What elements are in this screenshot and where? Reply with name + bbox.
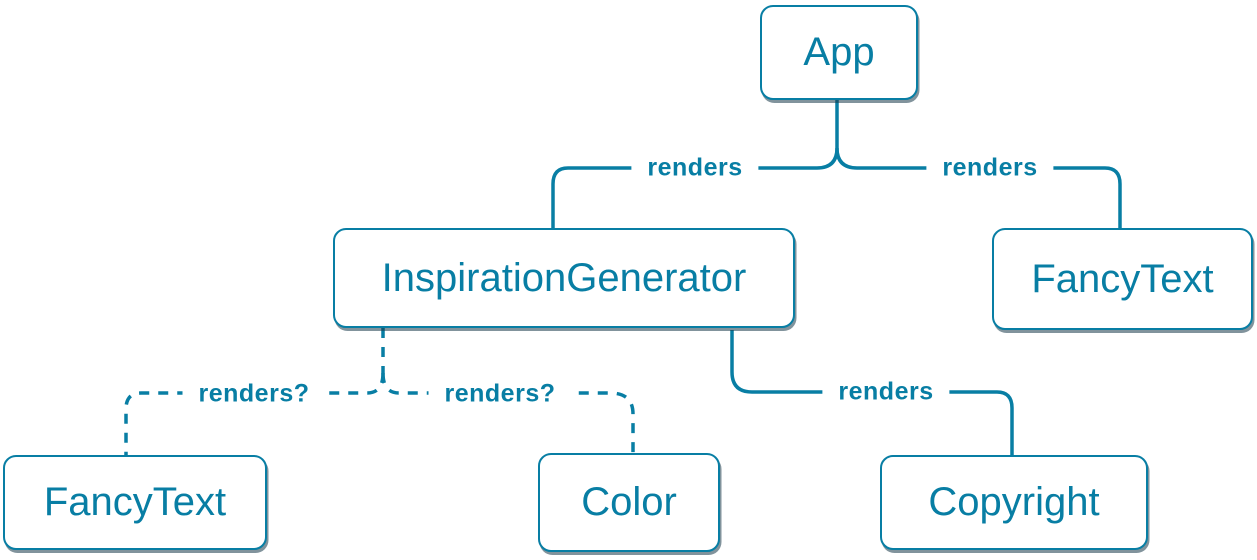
node-fancy-text-bottom-label: FancyText — [43, 480, 227, 524]
node-fancy-text-top: FancyText — [992, 228, 1253, 330]
node-color: Color — [538, 453, 720, 552]
node-inspiration-generator: InspirationGenerator — [333, 228, 795, 328]
edge-label-renders: renders — [822, 375, 950, 409]
node-copyright: Copyright — [880, 455, 1148, 550]
node-fancy-text-bottom: FancyText — [3, 455, 267, 550]
node-fancy-text-top-label: FancyText — [1031, 256, 1214, 301]
edge-app-fancytext — [835, 147, 1122, 228]
edge-label-renders: renders — [631, 151, 759, 185]
edge-label-renders-maybe: renders? — [182, 377, 326, 411]
edge-inspirationgenerator-color-dashed — [381, 372, 635, 453]
node-color-label: Color — [581, 480, 677, 524]
edge-app-inspirationgenerator — [551, 147, 839, 228]
node-app-label: App — [803, 30, 875, 74]
node-app: App — [760, 5, 918, 100]
edge-label-renders: renders — [926, 151, 1054, 185]
node-copyright-label: Copyright — [928, 480, 1100, 524]
edge-inspirationgenerator-fancytext-dashed — [124, 372, 385, 455]
node-inspiration-generator-label: InspirationGenerator — [381, 255, 747, 300]
edge-label-renders-maybe: renders? — [428, 377, 572, 411]
